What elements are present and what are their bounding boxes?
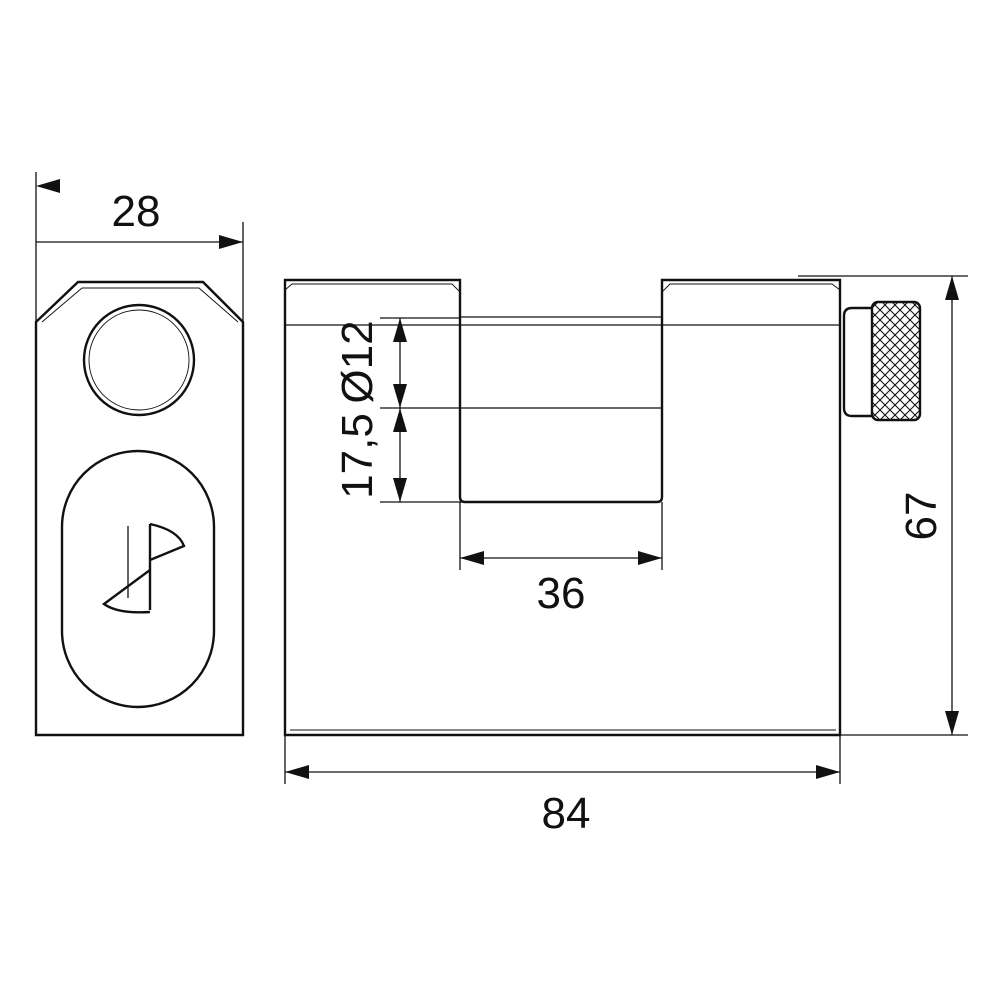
shackle-diameter-label: Ø12 — [333, 320, 382, 403]
overall-height-label: 67 — [897, 492, 946, 541]
overall-width-label: 84 — [542, 789, 591, 838]
side-width-label: 28 — [112, 187, 161, 236]
shackle-end-inner-circle — [88, 309, 190, 411]
top-left-chamfer — [284, 283, 461, 293]
arrow-down-icon — [393, 384, 407, 408]
knurled-knob — [842, 300, 922, 422]
dimension-overall-width: 84 — [284, 735, 841, 838]
arrow-right-icon — [816, 765, 840, 779]
arrow-down-icon — [945, 711, 959, 735]
shackle-opening-label: 36 — [537, 569, 586, 618]
arrow-left-icon — [460, 551, 484, 565]
dimension-shackle-vertical: Ø12 17,5 — [333, 317, 478, 503]
keyway-oval — [60, 449, 216, 709]
side-view-inner-chamfer — [41, 287, 239, 323]
knob-bracket — [842, 306, 872, 418]
side-view — [34, 280, 245, 737]
shackle-end-circle — [82, 303, 196, 417]
shackle-clearance-label: 17,5 — [333, 413, 382, 499]
arrow-up-icon — [945, 276, 959, 300]
brand-logo-icon — [101, 522, 186, 614]
arrow-up-icon — [393, 408, 407, 432]
knurled-cap — [870, 300, 922, 422]
top-right-chamfer — [661, 283, 841, 293]
front-view — [283, 278, 922, 737]
dimension-side-width: 28 — [35, 172, 244, 322]
arrow-left-icon — [36, 179, 60, 193]
dimension-overall-height: 67 — [795, 275, 968, 736]
arrow-down-icon — [393, 478, 407, 502]
lock-body-outline — [283, 278, 842, 737]
dimension-shackle-opening: 36 — [459, 502, 663, 618]
arrow-right-icon — [219, 235, 243, 249]
arrow-up-icon — [393, 318, 407, 342]
arrow-right-icon — [638, 551, 662, 565]
arrow-left-icon — [285, 765, 309, 779]
